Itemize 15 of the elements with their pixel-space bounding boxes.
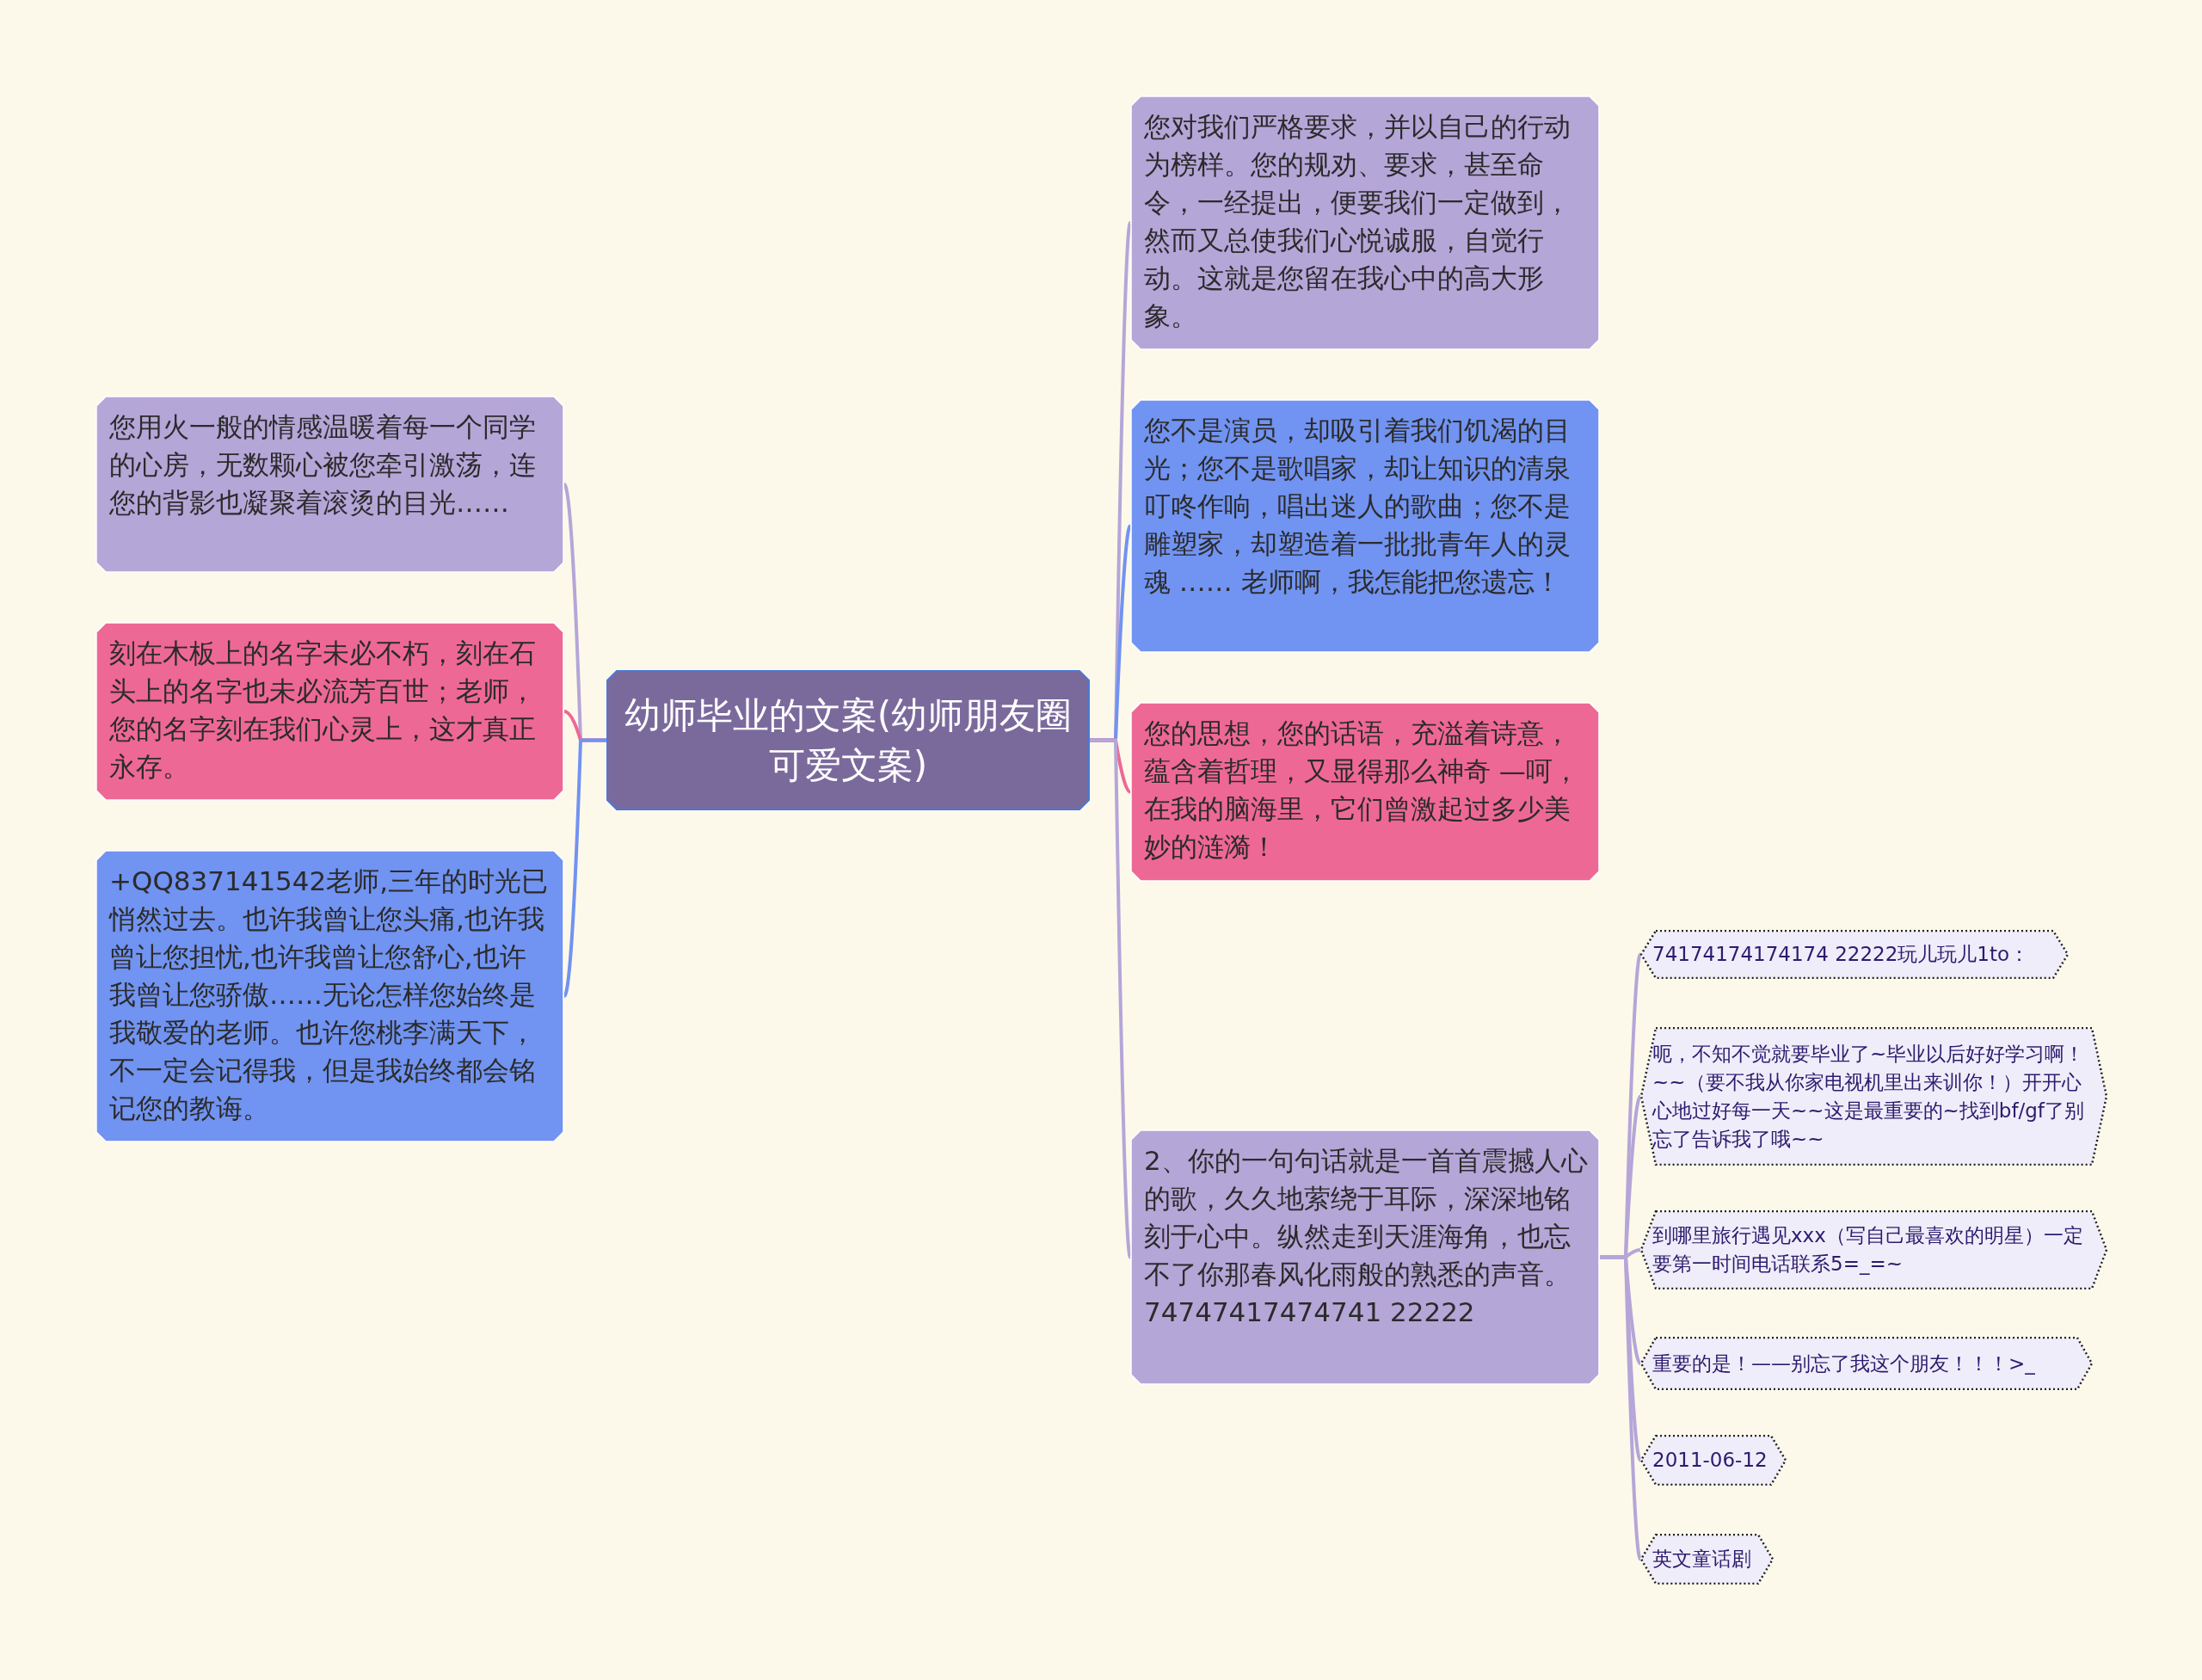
text-box: 刻在木板上的名字未必不朽，刻在石头上的名字也未必流芳百世；老师，您的名字刻在我们心灵上，这才真正永存。 bbox=[95, 622, 564, 801]
hexagon-box: 英文童话剧 bbox=[1640, 1534, 1774, 1585]
hexagon-box: 呃，不知不觉就要毕业了~毕业以后好好学习啊！~~（要不我从你家电视机里出来训你！）开开心心地过好每一天~~这是最重要的~找到bf/gf了别忘了告诉我了哦~~ bbox=[1640, 1027, 2107, 1166]
text-box: 您的思想，您的话语，充溢着诗意，蕴含着哲理，又显得那么神奇 —呵，在我的脑海里，它们曾激起过多少美妙的涟漪！ bbox=[1130, 702, 1600, 882]
text-box: 您对我们严格要求，并以自己的行动为榜样。您的规劝、要求，甚至命令，一经提出，便要我们一定做到，然而又总使我们心悦诚服，自觉行动。这就是您留在我心中的高大形象。 bbox=[1130, 95, 1600, 350]
text-box: 您不是演员，却吸引着我们饥渴的目光；您不是歌唱家，却让知识的清泉叮咚作响，唱出迷人的歌曲；您不是雕塑家，却塑造着一批批青年人的灵魂 …… 老师啊，我怎能把您遗忘！ bbox=[1130, 399, 1600, 653]
hexagon-box: 重要的是！——别忘了我这个朋友！！！>_ bbox=[1640, 1337, 2093, 1390]
text-box: 2、你的一句句话就是一首首震撼人心的歌，久久地萦绕于耳际，深深地铭刻于心中。纵然走到天涯海角，也忘不了你那春风化雨般的熟悉的声音。74747417474741 22222 bbox=[1130, 1129, 1600, 1385]
hexagon-box: 到哪里旅行遇见xxx（写自己最喜欢的明星）一定要第一时间电话联系5=_=~ bbox=[1640, 1210, 2107, 1289]
connector-line bbox=[1090, 738, 1132, 1258]
text-box: +QQ837141542老师,三年的时光已悄然过去。也许我曾让您头痛,也许我曾让您担忧,也许我曾让您舒心,也许我曾让您骄傲……无论怎样您始终是我敬爱的老师。也许您桃李满天下，不一定会记得我，但是我始终都会铭记您的教诲。 bbox=[95, 850, 564, 1142]
hexagon-box: 2011-06-12 bbox=[1640, 1435, 1787, 1486]
text-box: 您用火一般的情感温暖着每一个同学的心房，无数颗心被您牵引激荡，连您的背影也凝聚着滚烫的目光…… bbox=[95, 396, 564, 573]
topic-box: 幼师毕业的文案(幼师朋友圈可爱文案) bbox=[606, 670, 1090, 810]
hexagon-box: 74174174174174 22222玩儿玩儿1to： bbox=[1640, 930, 2069, 979]
